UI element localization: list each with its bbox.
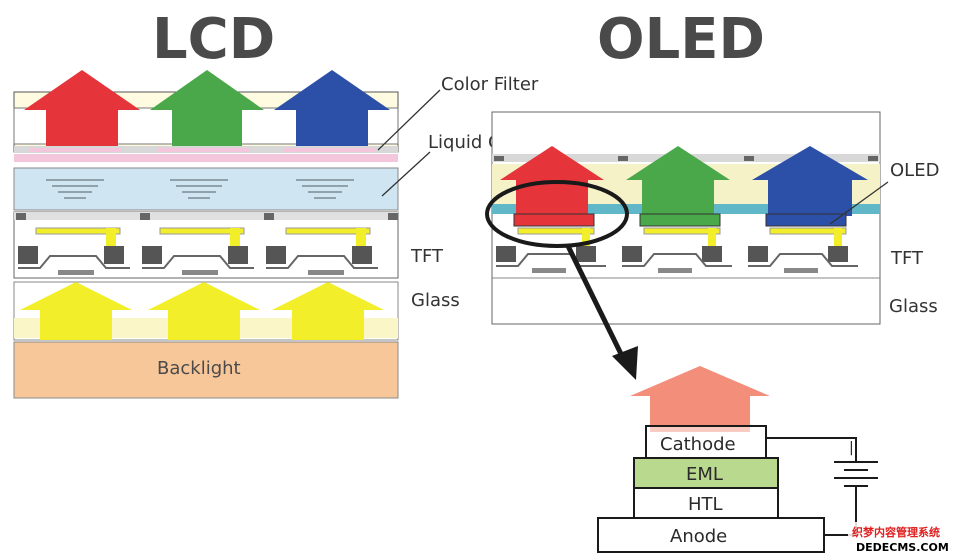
emission-arrow [630,366,770,432]
oled-blue-arrow [752,146,868,216]
lcd-tft-label: TFT [410,246,444,267]
watermark-line2: DEDECMS.COM [856,541,949,554]
oled-label: OLED [890,160,939,181]
anode-layer [597,517,825,553]
oled-glass-label: Glass [889,296,938,317]
cathode-label: Cathode [660,434,736,455]
zoom-arrow-line [565,244,627,362]
lcd-backlight-arrows [20,282,384,340]
oled-leader [829,181,889,225]
oled-panel [491,111,881,325]
oled-tft-label: TFT [890,248,924,269]
watermark-line1: 织梦内容管理系统 [852,525,940,539]
lcd-tft-cells [18,227,378,275]
lcd-glass-label: Glass [411,290,460,311]
backlight-layer [13,341,399,399]
color-filter-label: Color Filter [441,74,539,95]
zoom-ellipse [485,180,629,248]
htl-label: HTL [688,494,723,515]
oled-stack: Cathode EML HTL Anode [597,366,825,553]
color-filter-leader [377,89,441,151]
oled-green-arrow [626,146,730,216]
lcd-green-arrow [150,70,264,146]
lcd-panel: Backlight [13,70,399,399]
zoom-arrow-head [612,346,638,380]
oled-tft-cells [496,246,858,273]
htl-layer [633,487,779,519]
anode-label: Anode [670,526,727,547]
lcd-liquid-crystal-lines [46,179,354,199]
watermark: 织梦内容管理系统 DEDECMS.COM [848,522,961,556]
liquid-crystal-leader [381,151,431,197]
eml-label: EML [686,464,723,485]
battery-plus-sign: | [849,440,854,456]
oled-title: OLED [597,7,765,72]
backlight-label: Backlight [157,358,241,379]
lcd-title: LCD [152,7,275,72]
lcd-blue-arrow [274,70,390,146]
lcd-red-arrow [24,70,140,146]
